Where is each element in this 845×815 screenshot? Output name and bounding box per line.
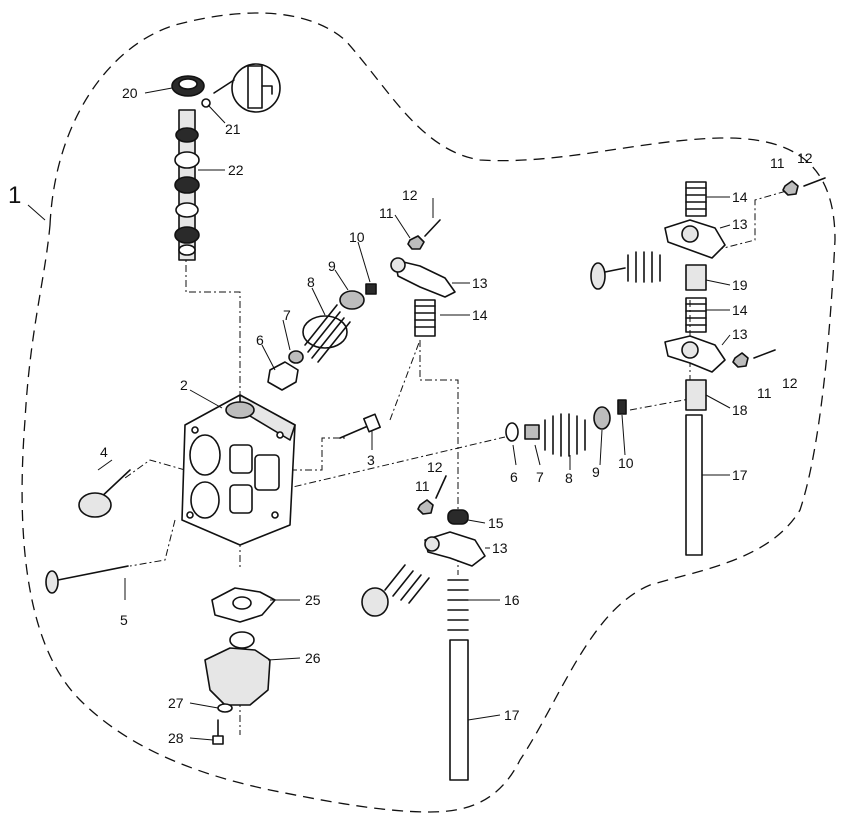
- washer: [217, 703, 233, 713]
- callout-spring-center: 14: [472, 307, 488, 323]
- callout-screw-mid-right: 12: [782, 375, 798, 391]
- callout-valve-seal-right: 6: [510, 469, 518, 485]
- callout-screw-center: 12: [402, 187, 418, 203]
- spring-mid-right: [685, 297, 707, 333]
- callout-pushrod-lower: 17: [504, 707, 520, 723]
- intake-valve: [78, 469, 131, 518]
- callout-rocker-top-right: 13: [732, 216, 748, 232]
- leader-lines: [27, 87, 731, 741]
- callout-camshaft: 22: [228, 162, 244, 178]
- pushrod-lower: [449, 639, 469, 781]
- nut-mid-right: [732, 352, 749, 368]
- callout-pump-housing: 26: [305, 650, 321, 666]
- pin: [201, 63, 281, 113]
- callout-pushrod-right: 17: [732, 467, 748, 483]
- callout-exhaust-valve: 5: [120, 612, 128, 628]
- callout-tappet: 15: [488, 515, 504, 531]
- callout-intake-valve: 4: [100, 444, 108, 460]
- callout-washer: 27: [168, 695, 184, 711]
- callout-nut-center: 11: [379, 205, 394, 221]
- screw-lower: [435, 475, 447, 499]
- nut-top-right: [782, 180, 799, 196]
- callout-labels: 1 2 3 4 5 6 6 7 7 8 8 9 9 10 10 11 11 11…: [8, 85, 813, 746]
- callout-pin: 21: [225, 121, 241, 137]
- callout-rocker-mid-right: 13: [732, 326, 748, 342]
- callout-spring-seat-upper: 7: [283, 307, 291, 323]
- nut-lower: [417, 499, 434, 515]
- callout-cylinder-head: 2: [180, 377, 188, 393]
- callout-rocker-center: 13: [472, 275, 488, 291]
- cylinder-head: [181, 394, 296, 546]
- callout-nut-lower: 11: [415, 478, 430, 494]
- oil-seal: [171, 75, 205, 97]
- rocker-lower: [424, 531, 486, 567]
- callout-sleeve-right: 18: [732, 402, 748, 418]
- callout-spring-top-right: 14: [732, 189, 748, 205]
- sleeve-top: [685, 264, 707, 291]
- callout-gasket: 25: [305, 592, 321, 608]
- tappet: [447, 509, 469, 525]
- pump-housing: [204, 631, 271, 706]
- camshaft: [174, 109, 200, 261]
- rocker-center: [390, 257, 456, 298]
- bolt: [212, 719, 224, 745]
- callout-screw-top-right: 12: [797, 150, 813, 166]
- screw-mid-right: [753, 349, 776, 359]
- pushrod-right: [685, 379, 707, 556]
- valve-spring-upper: [267, 283, 377, 391]
- callout-rocker-lower: 13: [492, 540, 508, 556]
- valve-assembly-top-right: [590, 251, 661, 290]
- callout-valve-spring-right: 8: [565, 470, 573, 486]
- screw-center: [424, 219, 441, 237]
- valve-spring-right: [505, 399, 627, 457]
- callout-spring-retainer-right: 9: [592, 464, 600, 480]
- rocker-mid-right: [664, 335, 726, 373]
- callout-pushrod-spring: 16: [504, 592, 520, 608]
- spring-center: [414, 299, 436, 337]
- callout-sleeve-top: 19: [732, 277, 748, 293]
- callout-nut-mid-right: 11: [757, 385, 772, 401]
- callout-cotter-upper: 10: [349, 229, 365, 245]
- assembly-boundary: [21, 12, 836, 813]
- callout-oil-seal: 20: [122, 85, 138, 101]
- callout-valve-seal-upper: 6: [256, 332, 264, 348]
- rocker-top-right: [664, 219, 726, 259]
- callout-spring-seat-right: 7: [536, 469, 544, 485]
- valve-assembly-lower: [361, 564, 430, 617]
- callout-spring-retainer-upper: 9: [328, 258, 336, 274]
- callout-head-bolt: 3: [367, 452, 375, 468]
- nut-center: [407, 235, 425, 250]
- head-bolt: [339, 413, 381, 439]
- callout-screw-lower: 12: [427, 459, 443, 475]
- callout-assembly: 1: [8, 182, 21, 209]
- screw-top-right: [803, 177, 826, 187]
- callout-bolt: 28: [168, 730, 184, 746]
- callout-spring-mid-right: 14: [732, 302, 748, 318]
- exhaust-valve: [45, 565, 129, 594]
- pushrod-spring: [447, 579, 469, 631]
- callout-cotter-right: 10: [618, 455, 634, 471]
- callout-nut-top-right: 11: [770, 155, 785, 171]
- gasket: [211, 587, 276, 623]
- spring-top-right: [685, 181, 707, 217]
- callout-valve-spring-upper: 8: [307, 274, 315, 290]
- centerlines: [124, 189, 791, 735]
